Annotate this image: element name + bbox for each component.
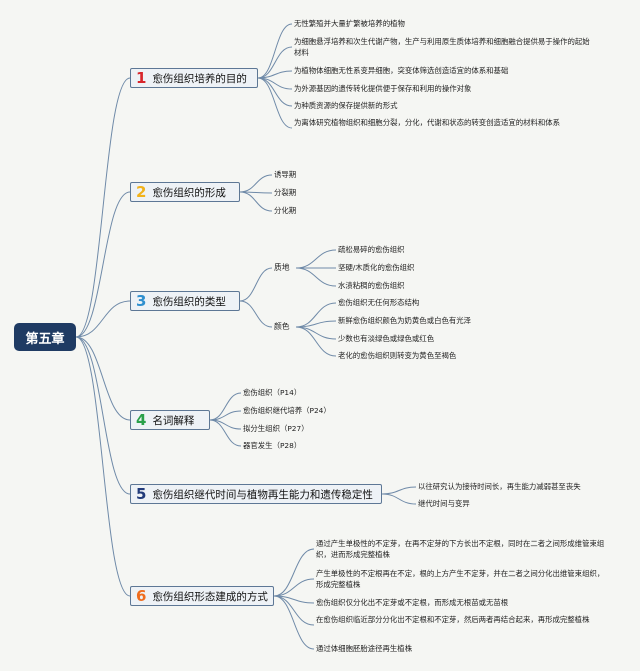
- leaf[interactable]: 老化的愈伤组织则转变为黄色至褐色: [338, 351, 457, 360]
- connector: [239, 267, 273, 302]
- leaf[interactable]: 为种质资源的保存提供新的形式: [294, 101, 398, 110]
- branch-4[interactable]: 4 名词解释: [130, 410, 210, 430]
- branch-label: 愈伤组织的形成: [152, 186, 226, 199]
- leaf[interactable]: 继代时间与变异: [418, 499, 470, 508]
- branch-number: 6: [136, 587, 147, 605]
- leaf[interactable]: 产生单极性的不定根再在不定，根的上方产生不定芽，并在二者之间分化出维管束组织，形…: [316, 569, 605, 589]
- branch-number: 2: [136, 183, 147, 201]
- leaf[interactable]: 分裂期: [274, 188, 297, 197]
- leaf[interactable]: 坚硬/木质化的愈伤组织: [338, 263, 415, 272]
- branch-label: 愈伤组织继代时间与植物再生能力和遗传稳定性: [152, 488, 373, 501]
- connector: [295, 326, 337, 340]
- branch-1[interactable]: 1 愈伤组织培养的目的: [130, 68, 258, 88]
- branch-label: 愈伤组织的类型: [152, 295, 226, 308]
- connector: [381, 486, 417, 495]
- connector: [209, 392, 242, 421]
- connector: [273, 578, 315, 597]
- branch-number: 3: [136, 292, 147, 310]
- leaf[interactable]: 为外源基因的遗传转化提供便于保存和利用的操作对象: [294, 84, 472, 93]
- leaf[interactable]: 愈伤组织继代培养（P24）: [243, 406, 331, 415]
- leaf[interactable]: 在愈伤组织临近部分分化出不定根和不定芽，然后两者再结合起来，再形成完整植株: [316, 615, 590, 624]
- leaf[interactable]: 诱导期: [274, 170, 297, 179]
- branch-6[interactable]: 6 愈伤组织形态建成的方式: [130, 586, 274, 606]
- root-connector: [75, 300, 131, 338]
- leaf[interactable]: 新鲜愈伤组织颜色为奶黄色或白色有光泽: [338, 316, 472, 325]
- connector: [209, 419, 242, 447]
- connector: [239, 191, 273, 212]
- leaf[interactable]: 愈伤组织（P14）: [243, 388, 302, 397]
- root-node[interactable]: 第五章: [14, 323, 76, 351]
- leaf[interactable]: 少数也有淡绿色或绿色或红色: [338, 334, 435, 343]
- leaf[interactable]: 拟分生组织（P27）: [243, 424, 309, 433]
- leaf[interactable]: 通过体细胞胚胎途径再生植株: [316, 644, 413, 653]
- leaf[interactable]: 愈伤组织无任何形态结构: [338, 298, 420, 307]
- leaf[interactable]: 愈伤组织仅分化出不定芽或不定根，而形成无根苗或无苗根: [316, 598, 509, 607]
- connector: [295, 249, 337, 269]
- subgroup-color[interactable]: 颜色: [274, 322, 290, 331]
- leaf[interactable]: 为细胞悬浮培养和次生代谢产物，生产与利用原生质体培养和细胞融合提供易于操作的起始…: [294, 37, 590, 57]
- connector: [239, 174, 273, 193]
- connector: [273, 595, 315, 626]
- leaf[interactable]: 为植物体细胞无性系变异细胞，突变体筛选创造适宜的体系和基础: [294, 66, 509, 75]
- branch-5[interactable]: 5 愈伤组织继代时间与植物再生能力和遗传稳定性: [130, 484, 382, 504]
- leaf[interactable]: 无性繁殖并大量扩繁被培养的植物: [294, 19, 405, 28]
- connector: [295, 326, 337, 357]
- leaf[interactable]: 分化期: [274, 206, 297, 215]
- leaf[interactable]: 通过产生单极性的不定芽，在再不定芽的下方长出不定根，同时在二者之间形成维管束组织…: [316, 539, 605, 559]
- branch-label: 愈伤组织形态建成的方式: [152, 590, 268, 603]
- branch-2[interactable]: 2 愈伤组织的形成: [130, 182, 240, 202]
- connector: [257, 46, 293, 79]
- leaf[interactable]: 疏松易碎的愈伤组织: [338, 245, 405, 254]
- branch-label: 名词解释: [152, 414, 195, 427]
- leaf[interactable]: 为离体研究植物组织和细胞分裂，分化，代谢和状态的转变创造适宜的材料和体系: [294, 118, 561, 127]
- leaf[interactable]: 器官发生（P28）: [243, 441, 302, 450]
- connector: [295, 302, 337, 328]
- leaf[interactable]: 以往研究认为接待时间长，再生能力减弱甚至丧失: [418, 482, 581, 491]
- connector: [381, 493, 417, 505]
- connector: [273, 595, 315, 650]
- root-connector: [75, 336, 131, 495]
- subgroup-texture[interactable]: 质地: [274, 263, 290, 272]
- connector: [257, 77, 293, 129]
- root-connector: [75, 336, 131, 597]
- connector: [257, 23, 293, 79]
- leaf[interactable]: 水渍粘稠的愈伤组织: [338, 281, 405, 290]
- branch-label: 愈伤组织培养的目的: [152, 72, 247, 85]
- root-connector: [75, 77, 131, 338]
- connector: [273, 548, 315, 597]
- connector: [239, 300, 273, 328]
- branch-3[interactable]: 3 愈伤组织的类型: [130, 291, 240, 311]
- root-connector: [75, 336, 131, 421]
- branch-number: 1: [136, 69, 147, 87]
- root-connector: [75, 191, 131, 338]
- branch-number: 4: [136, 411, 147, 429]
- connector: [295, 267, 337, 287]
- branch-number: 5: [136, 485, 147, 503]
